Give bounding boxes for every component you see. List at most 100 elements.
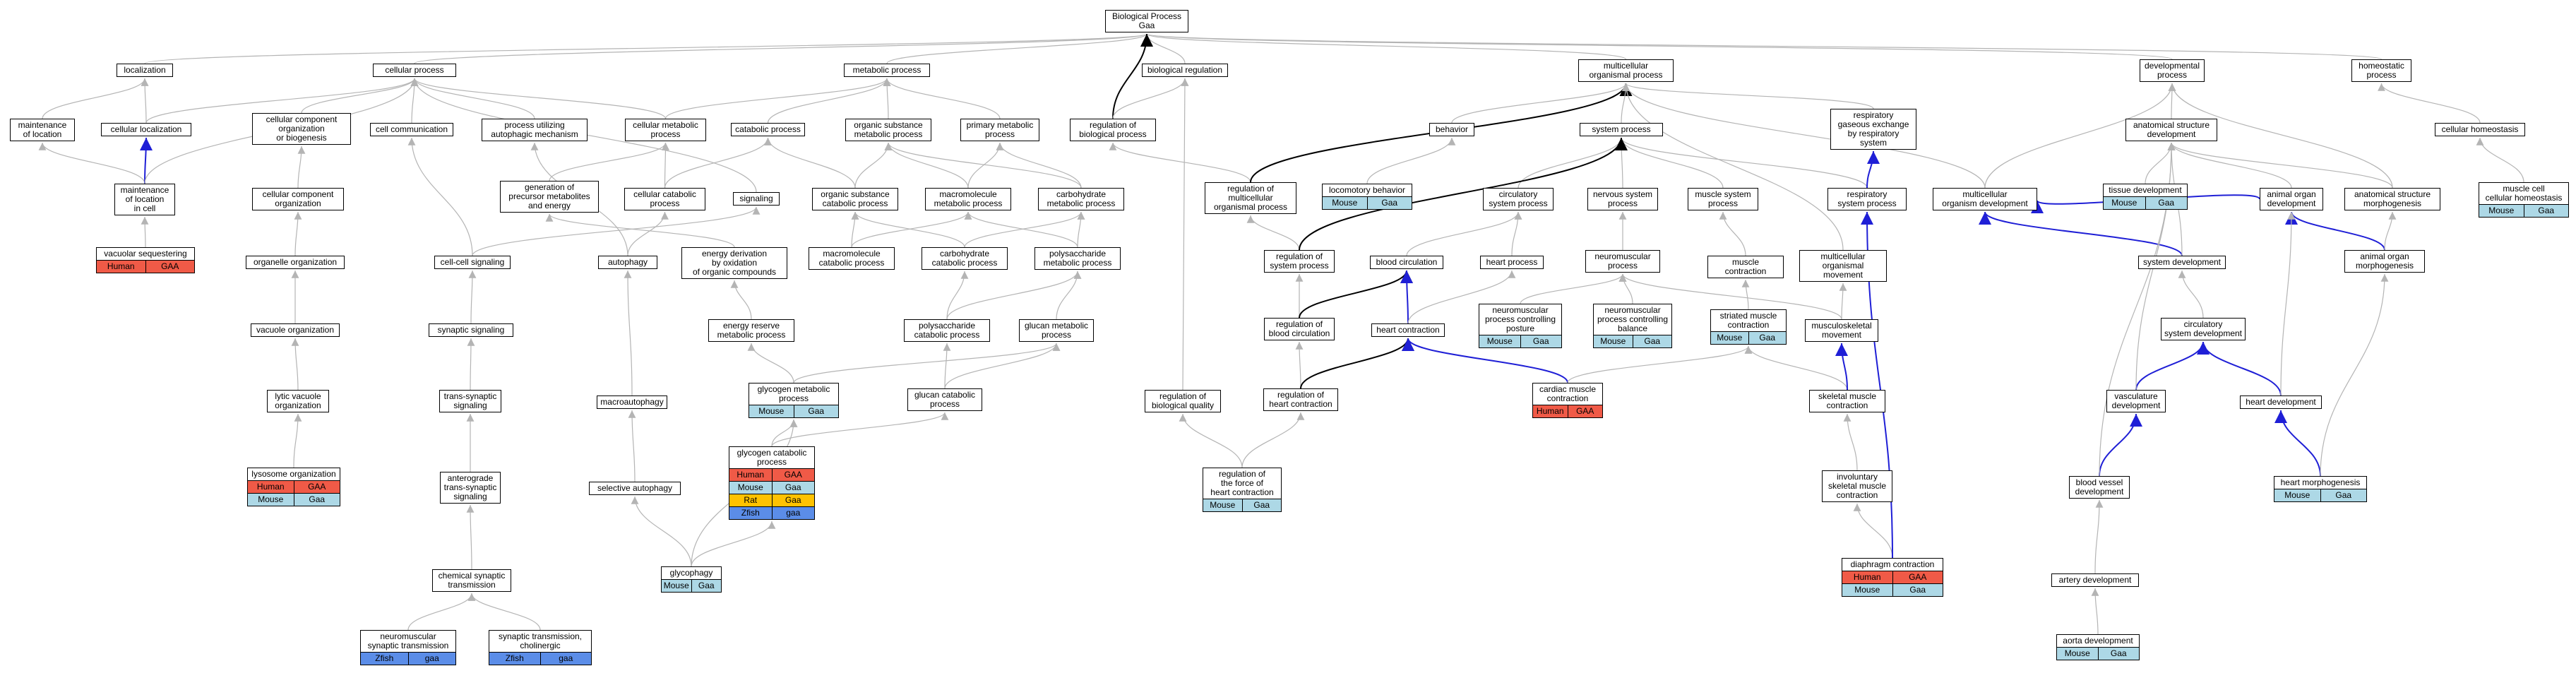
go-term-cellular-catabolic-process[interactable]: cellular catabolic process [624,188,705,210]
go-term-maintenance-of-location[interactable]: maintenance of location [10,119,75,141]
go-term-regulation-of-heart-contraction[interactable]: regulation of heart contraction [1263,388,1338,411]
gene-symbol: GAA [771,469,814,481]
go-term-vacuole-organization[interactable]: vacuole organization [251,323,340,337]
go-term-respiratory-system-process[interactable]: respiratory system process [1827,188,1907,210]
go-term-musculoskeletal-movement[interactable]: musculoskeletal movement [1805,319,1878,342]
go-term-system-process[interactable]: system process [1580,123,1663,136]
go-term-regulation-of-biological-quality[interactable]: regulation of biological quality [1145,390,1221,412]
go-term-autophagy[interactable]: autophagy [598,256,657,269]
go-term-cellular-process[interactable]: cellular process [373,64,456,77]
go-term-animal-organ-morphogenesis[interactable]: animal organ morphogenesis [2344,250,2425,273]
go-term-anterograde-trans-synaptic-signaling[interactable]: anterograde trans-synaptic signaling [440,472,501,504]
go-term-glucan-catabolic-process[interactable]: glucan catabolic process [907,388,982,411]
go-term-multicellular-organismal-process[interactable]: multicellular organismal process [1578,59,1674,82]
go-term-carbohydrate-catabolic-process[interactable]: carbohydrate catabolic process [922,247,1008,270]
go-term-selective-autophagy[interactable]: selective autophagy [589,482,681,495]
go-term-polysaccharide-metabolic-process[interactable]: polysaccharide metabolic process [1034,247,1121,270]
go-term-cellular-component-organization[interactable]: cellular component organization [252,188,344,210]
go-term-heart-contraction[interactable]: heart contraction [1371,323,1445,337]
go-term-circulatory-system-process[interactable]: circulatory system process [1483,188,1554,210]
go-term-regulation-of-the-force-of-heart-contraction[interactable]: regulation of the force of heart contrac… [1203,468,1282,512]
go-term-organic-substance-metabolic-process[interactable]: organic substance metabolic process [845,119,931,141]
go-term-blood-circulation[interactable]: blood circulation [1370,256,1443,269]
go-term-cell-communication[interactable]: cell communication [370,123,453,136]
go-term-blood-vessel-development[interactable]: blood vessel development [2069,476,2130,499]
go-term-label: heart morphogenesis [2280,477,2361,487]
go-term-multicellular-organism-development[interactable]: multicellular organism development [1933,188,2037,210]
go-term-respiratory-gaseous-exchange-by-respiratory-system[interactable]: respiratory gaseous exchange by respirat… [1830,109,1916,150]
go-term-catabolic-process[interactable]: catabolic process [731,123,805,136]
go-term-neuromuscular-process-controlling-posture[interactable]: neuromuscular process controlling postur… [1479,304,1562,348]
go-term-glucan-metabolic-process[interactable]: glucan metabolic process [1019,319,1094,342]
go-term-homeostatic-process[interactable]: homeostatic process [2351,59,2411,82]
edge-is-a-gcp-to-gmp [944,343,1061,389]
go-term-process-utilizing-autophagic-mechanism[interactable]: process utilizing autophagic mechanism [482,119,588,141]
go-term-anatomical-structure-morphogenesis[interactable]: anatomical structure morphogenesis [2344,188,2440,210]
go-term-animal-organ-development[interactable]: animal organ development [2260,188,2323,210]
go-term-lytic-vacuole-organization[interactable]: lytic vacuole organization [267,390,329,412]
go-term-biological-regulation[interactable]: biological regulation [1142,64,1228,77]
go-term-system-development[interactable]: system development [2138,256,2226,269]
go-term-heart-development[interactable]: heart development [2240,396,2322,409]
go-term-organic-substance-catabolic-process[interactable]: organic substance catabolic process [812,188,898,210]
go-term-regulation-of-system-process[interactable]: regulation of system process [1264,250,1335,273]
go-term-polysaccharide-catabolic-process[interactable]: polysaccharide catabolic process [904,319,990,342]
go-term-vasculature-development[interactable]: vasculature development [2106,390,2166,412]
go-term-cellular-metabolic-process[interactable]: cellular metabolic process [625,119,706,141]
go-term-neuromuscular-process-controlling-balance[interactable]: neuromuscular process controlling balanc… [1593,304,1672,348]
go-term-macromolecule-metabolic-process[interactable]: macromolecule metabolic process [925,188,1011,210]
go-term-involuntary-skeletal-muscle-contraction[interactable]: involuntary skeletal muscle contraction [1822,470,1892,502]
go-term-behavior[interactable]: behavior [1429,123,1474,136]
go-term-developmental-process[interactable]: developmental process [2140,59,2205,82]
go-term-nervous-system-process[interactable]: nervous system process [1587,188,1658,210]
go-term-heart-process[interactable]: heart process [1480,256,1544,269]
go-term-chemical-synaptic-transmission[interactable]: chemical synaptic transmission [432,569,511,592]
go-term-muscle-system-process[interactable]: muscle system process [1688,188,1758,210]
go-term-muscle-contraction[interactable]: muscle contraction [1707,256,1784,278]
go-term-regulation-of-blood-circulation[interactable]: regulation of blood circulation [1264,318,1335,340]
go-term-skeletal-muscle-contraction[interactable]: skeletal muscle contraction [1809,390,1885,412]
go-term-cellular-localization[interactable]: cellular localization [101,123,191,136]
go-term-synaptic-signaling[interactable]: synaptic signaling [429,323,513,337]
go-term-macromolecule-catabolic-process[interactable]: macromolecule catabolic process [809,247,895,270]
go-term-cellular-homeostasis[interactable]: cellular homeostasis [2435,123,2525,136]
go-term-signaling[interactable]: signaling [733,192,780,206]
go-term-circulatory-system-development[interactable]: circulatory system development [2161,318,2246,340]
go-term-carbohydrate-metabolic-process[interactable]: carbohydrate metabolic process [1038,188,1124,210]
go-term-cell-cell-signaling[interactable]: cell-cell signaling [434,256,511,269]
go-term-biological-process-gaa[interactable]: Biological Process Gaa [1105,10,1188,32]
go-term-energy-derivation-by-oxidation-of-organic-compounds[interactable]: energy derivation by oxidation of organi… [681,247,787,279]
go-term-metabolic-process[interactable]: metabolic process [844,64,930,77]
go-term-maintenance-of-location-in-cell[interactable]: maintenance of location in cell [114,184,175,215]
go-term-anatomical-structure-development[interactable]: anatomical structure development [2125,119,2217,141]
go-term-generation-of-precursor-metabolites-and-energy[interactable]: generation of precursor metabolites and … [500,181,599,213]
go-term-neuromuscular-process[interactable]: neuromuscular process [1585,250,1660,273]
go-term-primary-metabolic-process[interactable]: primary metabolic process [960,119,1039,141]
go-term-energy-reserve-metabolic-process[interactable]: energy reserve metabolic process [708,319,794,342]
go-term-regulation-of-biological-process[interactable]: regulation of biological process [1070,119,1156,141]
go-term-localization[interactable]: localization [117,64,173,77]
go-term-label: carbohydrate metabolic process [1046,189,1116,208]
go-term-cellular-component-organization-or-biogenesis[interactable]: cellular component organization or bioge… [252,113,351,145]
go-term-organelle-organization[interactable]: organelle organization [246,256,345,269]
go-term-regulation-of-multicellular-organismal-process[interactable]: regulation of multicellular organismal p… [1205,182,1296,214]
go-term-multicellular-organismal-movement[interactable]: multicellular organismal movement [1799,250,1887,282]
go-term-trans-synaptic-signaling[interactable]: trans-synaptic signaling [439,390,501,412]
go-term-macroautophagy[interactable]: macroautophagy [597,396,667,409]
go-term-artery-development[interactable]: artery development [2051,573,2139,587]
